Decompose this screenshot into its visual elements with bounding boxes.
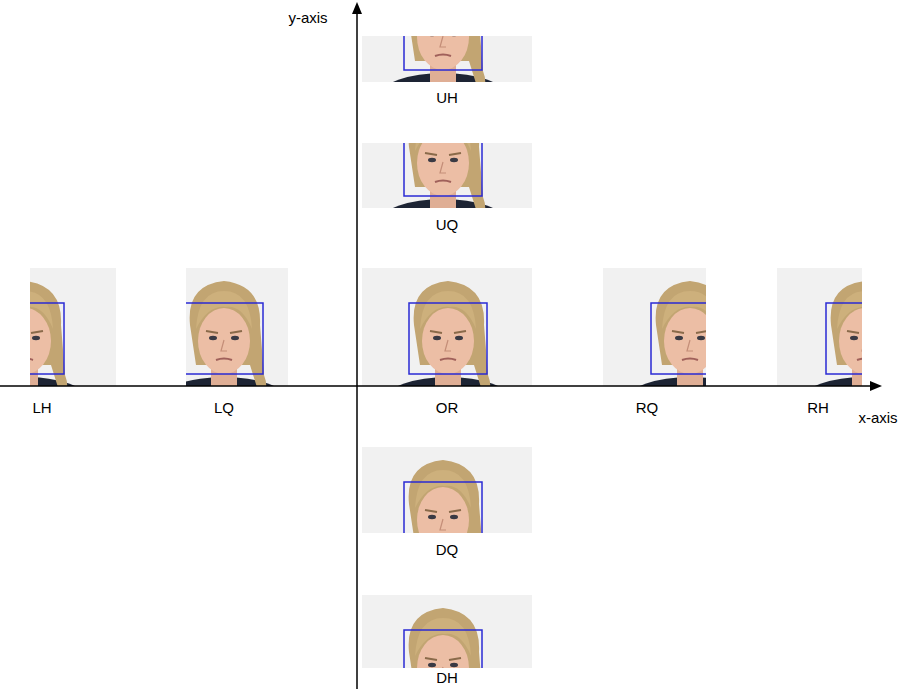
- view-label: RH: [807, 399, 829, 417]
- face-photo: [362, 0, 532, 117]
- arrowhead: [870, 381, 882, 391]
- view-label: LQ: [214, 399, 234, 417]
- face-photo: [162, 268, 288, 421]
- axis-label: y-axis: [288, 9, 327, 27]
- view-label: DH: [436, 669, 458, 687]
- view-label: LH: [32, 399, 51, 417]
- face-photo: [603, 268, 752, 421]
- view-label: OR: [436, 399, 459, 417]
- x-axis-line: [0, 385, 872, 387]
- view-label: UH: [436, 89, 458, 107]
- axis-label: x-axis: [858, 409, 897, 427]
- y-axis-line: [356, 12, 358, 689]
- face-photo: [362, 447, 532, 600]
- view-label: UQ: [436, 216, 459, 234]
- arrowhead: [352, 2, 362, 14]
- view-label: RQ: [636, 399, 659, 417]
- face-photo: [777, 268, 908, 421]
- view-label: DQ: [436, 541, 459, 559]
- face-photo: [0, 268, 116, 421]
- face-photo: [362, 103, 532, 243]
- face-photo: [362, 268, 532, 421]
- face-photo: [362, 595, 532, 689]
